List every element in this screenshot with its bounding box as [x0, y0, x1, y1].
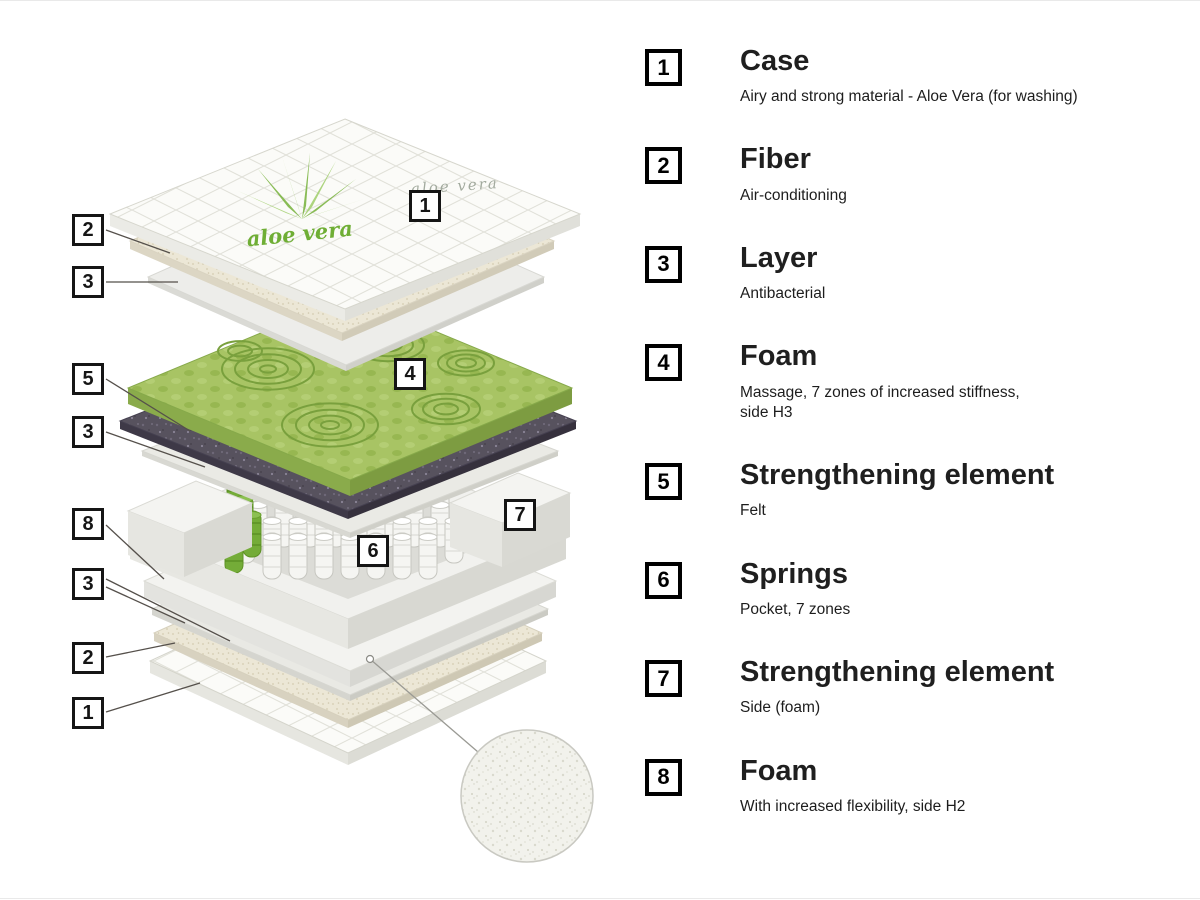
legend-title: Foam [740, 754, 818, 787]
legend-description: Pocket, 7 zones [740, 600, 851, 618]
legend-title: Springs [740, 557, 848, 590]
legend-item-strengthening-side: 7 Strengthening element Side (foam) [645, 656, 1190, 718]
legend-title: Fiber [740, 143, 811, 176]
callout-box-springs: 6 [357, 535, 389, 567]
aloe-plant [238, 153, 364, 219]
callout-box-case-bottom: 1 [72, 697, 104, 729]
legend-item-foam-massage: 4 Foam Massage, 7 zones of increased sti… [645, 340, 1190, 423]
legend-description: Airy and strong material - Aloe Vera (fo… [740, 88, 1078, 106]
callout-box-fiber-top: 2 [72, 214, 104, 246]
legend-number-box: 4 [645, 344, 682, 382]
corner-block-left [126, 480, 254, 577]
magnifier-detail [365, 654, 594, 863]
legend-title: Strengthening element [740, 459, 1055, 492]
legend-description: Air-conditioning [740, 186, 847, 204]
legend: 1 Case Airy and strong material - Aloe V… [645, 45, 1190, 853]
legend-title: Foam [740, 340, 818, 373]
legend-title: Layer [740, 241, 818, 274]
callout-box-layer-middle: 3 [72, 416, 104, 448]
legend-title: Case [740, 45, 810, 77]
legend-number-box: 3 [645, 245, 682, 283]
corner-block-right [448, 472, 572, 567]
callout-box-felt: 5 [72, 363, 104, 395]
legend-description: Massage, 7 zones of increased stiffness,… [740, 383, 1020, 421]
legend-item-strengthening-felt: 5 Strengthening element Felt [645, 459, 1190, 521]
legend-number-box: 6 [645, 561, 682, 599]
legend-number-box: 8 [645, 758, 682, 796]
callout-box-layer-bottom: 3 [72, 568, 104, 600]
legend-number-box: 2 [645, 147, 682, 185]
legend-title: Strengthening element [740, 656, 1055, 689]
callout-lines [105, 229, 231, 713]
legend-description: Side (foam) [740, 699, 821, 717]
callout-box-foam-bottom: 8 [72, 508, 104, 540]
legend-number-box: 5 [645, 463, 682, 501]
callout-box-side-element: 7 [504, 499, 536, 531]
callout-box-case: 1 [409, 190, 441, 222]
mattress-illustration: aloe vera aloe vera [105, 118, 594, 863]
massage-foam-layer [126, 295, 574, 496]
legend-number-box: 7 [645, 660, 682, 698]
legend-item-springs: 6 Springs Pocket, 7 zones [645, 558, 1190, 620]
legend-item-fiber: 2 Fiber Air-conditioning [645, 143, 1190, 205]
legend-item-layer: 3 Layer Antibacterial [645, 242, 1190, 304]
legend-description: Antibacterial [740, 285, 826, 303]
callout-box-massage-foam: 4 [394, 358, 426, 390]
magnifier-circle [460, 729, 594, 863]
legend-description: Felt [740, 502, 766, 520]
legend-description: With increased flexibility, side H2 [740, 797, 966, 815]
legend-item-foam-flex: 8 Foam With increased flexibility, side … [645, 755, 1190, 817]
legend-number-box: 1 [645, 49, 682, 86]
mattress-diagram: aloe vera aloe vera 2 3 1 5 4 3 8 7 6 3 … [0, 1, 640, 900]
legend-item-case: 1 Case Airy and strong material - Aloe V… [645, 45, 1190, 107]
callout-box-fiber-bottom: 2 [72, 642, 104, 674]
callout-box-layer-top: 3 [72, 266, 104, 298]
case-layer: aloe vera aloe vera [108, 118, 582, 321]
